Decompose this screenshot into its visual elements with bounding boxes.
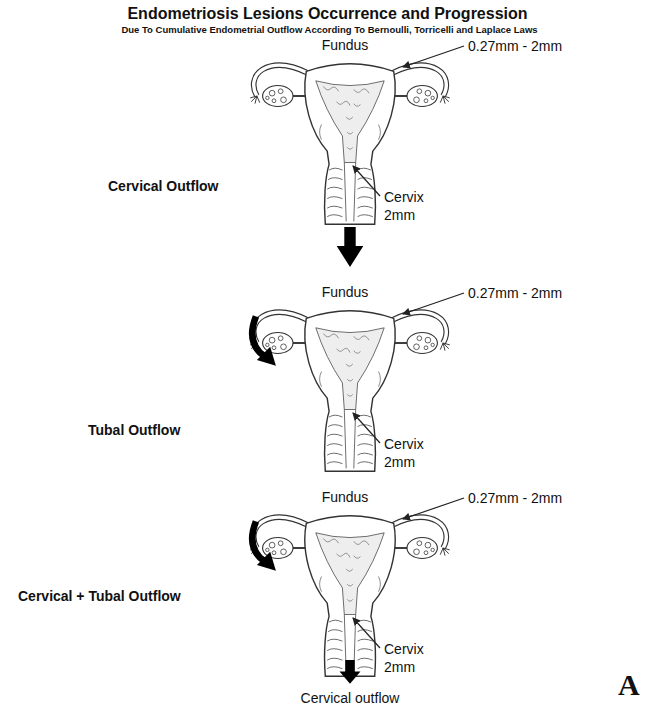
arrow-label: Cervical outflow: [280, 690, 420, 706]
uterus-drawing: [250, 516, 450, 677]
panel-letter: A: [618, 668, 640, 702]
dimension-label: Cervix 2mm: [384, 640, 436, 676]
panel-cervical: [250, 46, 464, 267]
leader-line: [403, 46, 464, 67]
part-label: Fundus: [300, 489, 390, 505]
outflow-arrow: [340, 660, 361, 684]
row-label: Cervical + Tubal Outflow: [18, 588, 181, 604]
dimension-label: 0.27mm - 2mm: [468, 38, 562, 54]
row-label: Tubal Outflow: [88, 422, 180, 438]
diagram-title: Endometriosis Lesions Occurrence and Pro…: [0, 4, 655, 24]
dimension-label: 0.27mm - 2mm: [468, 490, 562, 506]
leader-line: [403, 293, 464, 314]
dimension-label: Cervix 2mm: [384, 435, 436, 471]
leader-line: [353, 166, 380, 196]
part-label: Fundus: [300, 284, 390, 300]
subtitle: Due To Cumulative Endometrial Outflow Ac…: [2, 24, 655, 36]
uterus-drawing: [250, 64, 450, 225]
part-label: Fundus: [300, 37, 390, 53]
outflow-arrow: [337, 227, 364, 267]
leader-line: [353, 618, 380, 648]
leader-line: [353, 413, 380, 443]
uterus-drawing: [250, 311, 450, 472]
outflow-arrow: [252, 316, 276, 365]
dimension-label: Cervix 2mm: [384, 188, 436, 224]
panel-both: [250, 498, 464, 684]
dimension-label: 0.27mm - 2mm: [468, 285, 562, 301]
leader-line: [403, 498, 464, 519]
panel-tubal: [250, 293, 464, 471]
row-label: Cervical Outflow: [108, 178, 218, 194]
outflow-arrow: [252, 521, 276, 570]
